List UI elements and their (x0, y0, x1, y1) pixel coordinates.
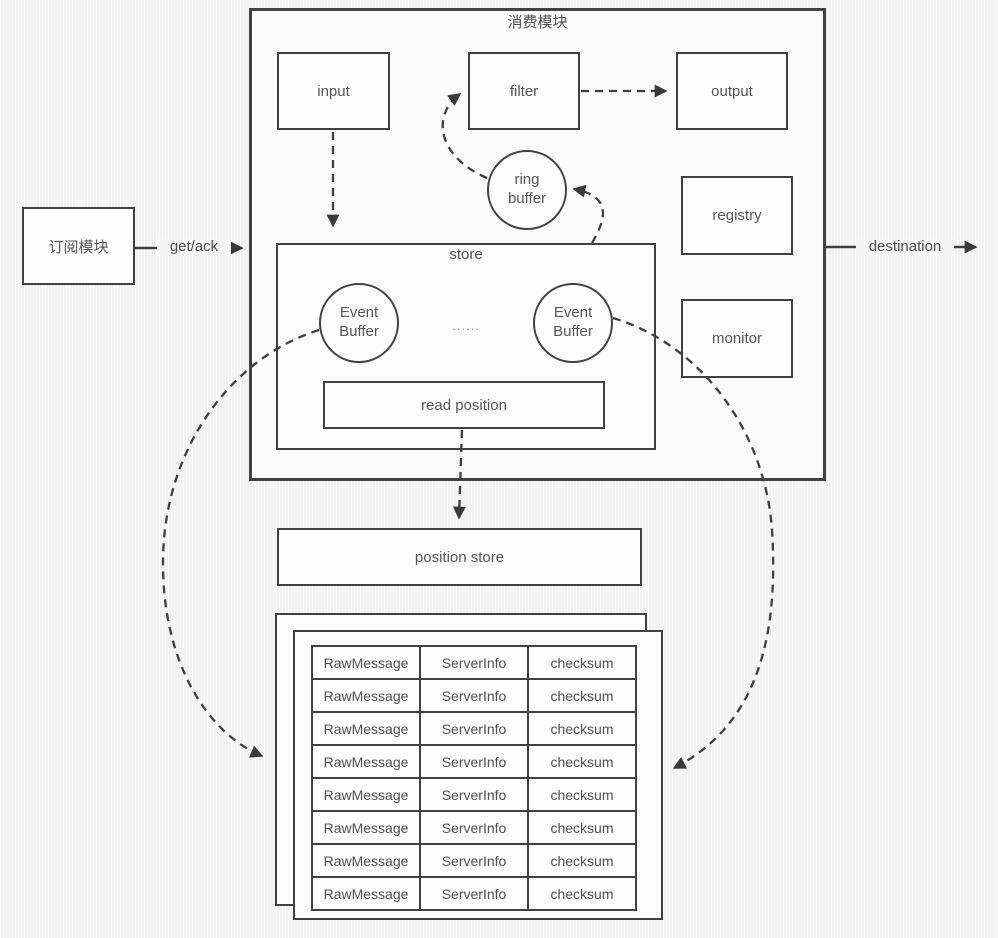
input-box: input (277, 52, 390, 130)
get-ack-label: get/ack (157, 238, 231, 256)
registry-box: registry (681, 176, 793, 255)
cell-server-info: ServerInfo (419, 678, 529, 713)
table-row: RawMessage ServerInfo checksum (311, 711, 637, 746)
table-row: RawMessage ServerInfo checksum (311, 744, 637, 779)
table-row: RawMessage ServerInfo checksum (311, 645, 637, 680)
store-title: store (449, 246, 483, 263)
cell-server-info: ServerInfo (419, 744, 529, 779)
cell-server-info: ServerInfo (419, 843, 529, 878)
cell-server-info: ServerInfo (419, 711, 529, 746)
cell-checksum: checksum (527, 711, 637, 746)
cell-checksum: checksum (527, 645, 637, 680)
table-row: RawMessage ServerInfo checksum (311, 777, 637, 812)
cell-checksum: checksum (527, 876, 637, 911)
event-buffer-right-circle: Event Buffer (533, 283, 613, 363)
filter-box: filter (468, 52, 580, 130)
cell-checksum: checksum (527, 843, 637, 878)
cell-server-info: ServerInfo (419, 645, 529, 680)
cell-raw-message: RawMessage (311, 711, 421, 746)
consumer-module-title: 消费模块 (507, 14, 568, 31)
cell-raw-message: RawMessage (311, 810, 421, 845)
ring-buffer-circle: ring buffer (487, 150, 567, 230)
monitor-box: monitor (681, 299, 793, 378)
cell-checksum: checksum (527, 678, 637, 713)
destination-label: destination (856, 238, 954, 256)
cell-raw-message: RawMessage (311, 645, 421, 680)
cell-raw-message: RawMessage (311, 777, 421, 812)
cell-raw-message: RawMessage (311, 843, 421, 878)
output-box: output (676, 52, 788, 130)
table-row: RawMessage ServerInfo checksum (311, 678, 637, 713)
message-table: RawMessage ServerInfo checksum RawMessag… (311, 645, 637, 911)
table-row: RawMessage ServerInfo checksum (311, 810, 637, 845)
cell-checksum: checksum (527, 810, 637, 845)
event-buffer-left-circle: Event Buffer (319, 283, 399, 363)
subscriber-module-box: 订阅模块 (22, 207, 135, 285)
position-store-box: position store (277, 528, 642, 586)
cell-checksum: checksum (527, 777, 637, 812)
cell-raw-message: RawMessage (311, 876, 421, 911)
cell-server-info: ServerInfo (419, 810, 529, 845)
cell-server-info: ServerInfo (419, 876, 529, 911)
cell-server-info: ServerInfo (419, 777, 529, 812)
event-buffer-ellipsis: ...... (452, 318, 480, 333)
table-row: RawMessage ServerInfo checksum (311, 843, 637, 878)
cell-raw-message: RawMessage (311, 678, 421, 713)
read-position-box: read position (323, 381, 605, 429)
cell-raw-message: RawMessage (311, 744, 421, 779)
table-row: RawMessage ServerInfo checksum (311, 876, 637, 911)
cell-checksum: checksum (527, 744, 637, 779)
